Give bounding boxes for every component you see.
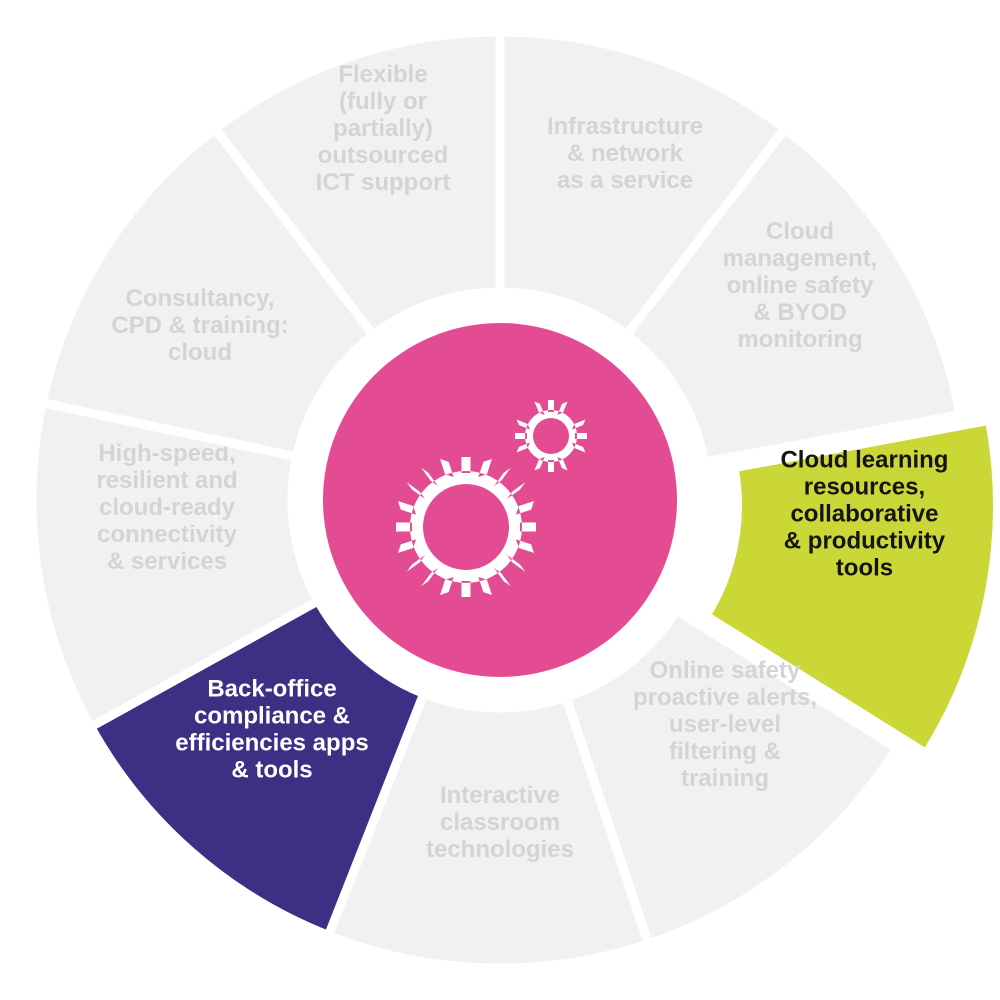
segment-label-line: Infrastructure xyxy=(547,113,703,140)
segment-shape xyxy=(699,415,1000,760)
segment-shape xyxy=(322,687,655,973)
segment-label-line: & productivity xyxy=(784,528,946,555)
segment-label-line: monitoring xyxy=(737,326,862,353)
segment-label-line: partially) xyxy=(333,115,433,142)
segment-shape xyxy=(620,122,966,468)
small-gear-icon xyxy=(515,400,587,472)
segment-label-line: compliance & xyxy=(194,703,350,730)
segment-label-line: user-level xyxy=(669,711,781,738)
segment-label-line: Online safety xyxy=(650,657,801,684)
segment-label-line: cloud xyxy=(168,339,232,366)
segment-label-line: Flexible xyxy=(338,61,427,88)
gears-icon xyxy=(396,400,587,597)
segment-label-line: technologies xyxy=(426,836,574,863)
segment-shape xyxy=(495,27,792,342)
segment-connectivity: High-speed,resilient andcloud-readyconne… xyxy=(27,397,325,734)
segment-label-line: proactive alerts, xyxy=(633,684,817,711)
segment-label-line: & services xyxy=(107,548,227,575)
segment-label-line: tools xyxy=(836,555,893,582)
segment-label-line: & BYOD xyxy=(753,299,846,326)
segment-shape xyxy=(208,27,505,342)
segment-label-line: as a service xyxy=(557,167,693,194)
segment-shape xyxy=(560,604,904,950)
segment-label-line: Cloud xyxy=(766,218,834,245)
segment-label-line: outsourced xyxy=(318,142,449,169)
segment-consultancy: Consultancy,CPD & training:cloud xyxy=(36,122,380,463)
segment-label-line: & tools xyxy=(231,757,312,784)
segment-label-line: Consultancy, xyxy=(126,285,275,312)
segment-shape xyxy=(36,122,380,463)
segment-label-line: ICT support xyxy=(316,169,451,196)
segment-label-line: Back-office xyxy=(207,676,336,703)
segment-label-line: cloud-ready xyxy=(99,494,236,521)
segment-label-line: classroom xyxy=(440,809,560,836)
segment-label-line: Interactive xyxy=(440,782,560,809)
segment-label-line: training xyxy=(681,765,769,792)
large-gear-icon xyxy=(396,457,536,597)
segment-label-line: (fully or xyxy=(339,88,427,115)
segment-label-line: High-speed, xyxy=(98,440,235,467)
segment-ict-support: Flexible(fully orpartially)outsourcedICT… xyxy=(208,27,505,342)
segment-label-line: connectivity xyxy=(97,521,238,548)
segment-label-line: online safety xyxy=(727,272,874,299)
segment-label-line: filtering & xyxy=(669,738,781,765)
segment-label-line: CPD & training: xyxy=(111,312,288,339)
segment-shape xyxy=(27,397,325,734)
segment-label-line: & network xyxy=(567,140,684,167)
segment-label-line: management, xyxy=(723,245,878,272)
segment-label-line: collaborative xyxy=(790,501,938,528)
segment-label-line: resources, xyxy=(804,474,925,501)
segment-label-line: efficiencies apps xyxy=(175,730,368,757)
segment-label-line: resilient and xyxy=(96,467,237,494)
segment-label-line: Cloud learning xyxy=(780,447,948,474)
